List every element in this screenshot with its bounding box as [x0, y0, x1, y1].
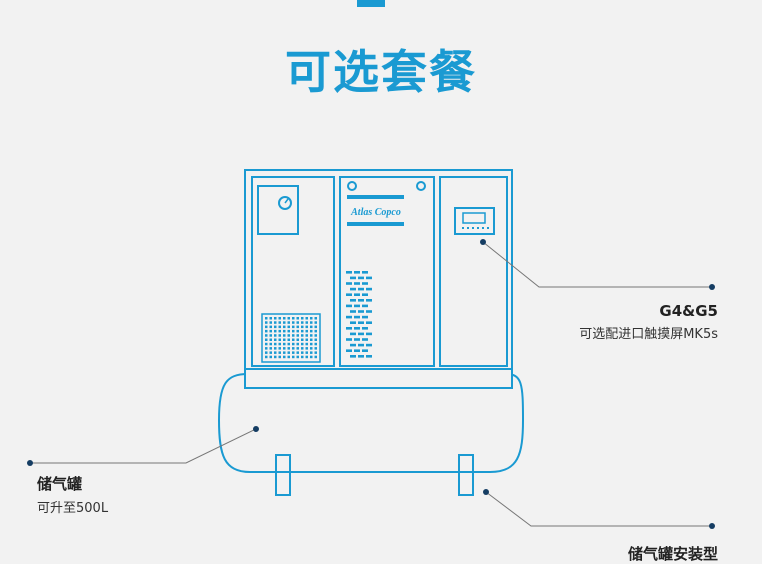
- callout-touchscreen: G4&G5 可选配进口触摸屏MK5s: [579, 302, 718, 342]
- tank-foot-right: [458, 454, 474, 496]
- callout-tank-subtitle: 可升至500L: [37, 501, 109, 516]
- leader-lines: [30, 241, 712, 527]
- cabinet-panel-left: [251, 176, 335, 367]
- leader-dot: [709, 284, 715, 290]
- touchscreen-frame: [454, 207, 495, 235]
- cabinet-panel-right: [439, 176, 508, 367]
- touchscreen-display: [462, 212, 486, 224]
- leader-dots: [27, 239, 715, 529]
- callout-tank-title: 储气罐: [37, 475, 83, 493]
- tank-foot-left: [275, 454, 291, 496]
- leader-dot: [709, 523, 715, 529]
- leader-dot: [483, 489, 489, 495]
- logo-bar-top: [347, 195, 404, 199]
- leader-dot: [253, 426, 259, 432]
- vent-grille-left: [261, 313, 321, 363]
- callout-tank: 储气罐 可升至500L: [37, 473, 108, 516]
- page-title: 可选套餐: [285, 45, 477, 99]
- gauge-box: [257, 185, 299, 235]
- leader-line-tank: [30, 428, 257, 464]
- leader-dot: [27, 460, 33, 466]
- vent-grille-center: [346, 271, 372, 358]
- air-receiver-tank: [217, 373, 525, 473]
- logo-bar-bottom: [347, 222, 404, 226]
- brand-logo-text: Atlas Copco: [350, 207, 401, 218]
- callout-touchscreen-subtitle: 可选配进口触摸屏MK5s: [579, 327, 718, 342]
- leader-line-touchscreen: [482, 241, 712, 288]
- callout-tank-type-title: 储气罐安装型: [627, 545, 718, 563]
- callout-touchscreen-title: G4&G5: [659, 302, 718, 320]
- top-accent-tab: [357, 0, 385, 7]
- leader-line-tank-type: [485, 491, 712, 527]
- leader-dot: [480, 239, 486, 245]
- pressure-gauge-icon: [278, 196, 292, 210]
- cabinet-panel-center: [339, 176, 435, 367]
- callout-tank-type: 储气罐安装型: [628, 543, 718, 564]
- touchscreen-buttons: [462, 227, 489, 229]
- screw-icon-left: [347, 181, 357, 191]
- screw-icon-right: [416, 181, 426, 191]
- compressor-outline: [217, 169, 525, 496]
